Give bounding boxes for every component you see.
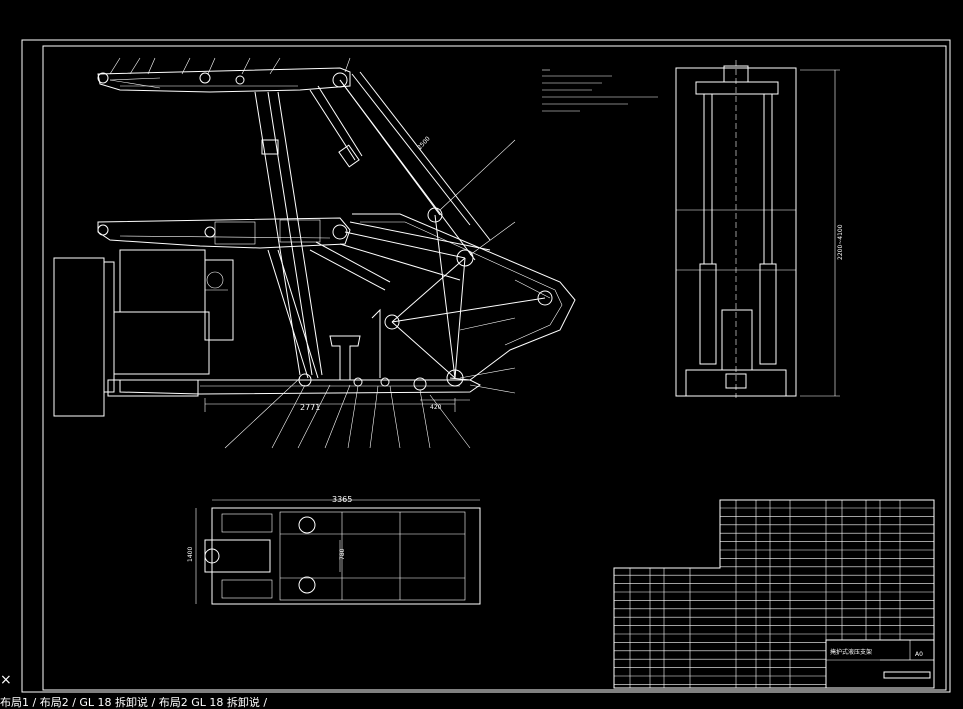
dim-base-length: 2771 — [300, 403, 320, 412]
dim-boom-length: 2500 — [416, 135, 432, 151]
dim-base-tail: 420 — [430, 404, 442, 411]
technical-notes — [542, 69, 658, 112]
side-elevation-view: 2771 420 2500 — [53, 57, 576, 449]
inner-frame — [42, 45, 947, 691]
front-view: 2200~4100 — [675, 60, 844, 398]
layout-tab-bar[interactable]: 布局1 / 布局2 / GL 18 拆卸说 / 布局2 GL 18 拆卸说 / — [0, 697, 268, 709]
dim-plan-width: 1400 — [187, 547, 194, 562]
dim-plan-length: 3365 — [332, 495, 352, 504]
title-block-title: 掩护式液压支架 — [830, 648, 872, 656]
plan-view: 3365 1400 780 — [187, 495, 481, 605]
dim-side-height: 2200~4100 — [837, 224, 844, 260]
title-block-sheet: A0 — [915, 651, 923, 658]
crosshair-icon: × — [0, 672, 12, 688]
dim-plan-inner: 780 — [339, 548, 346, 560]
parts-list-table: 掩护式液压支架 A0 — [613, 499, 935, 689]
outer-frame — [21, 39, 951, 693]
